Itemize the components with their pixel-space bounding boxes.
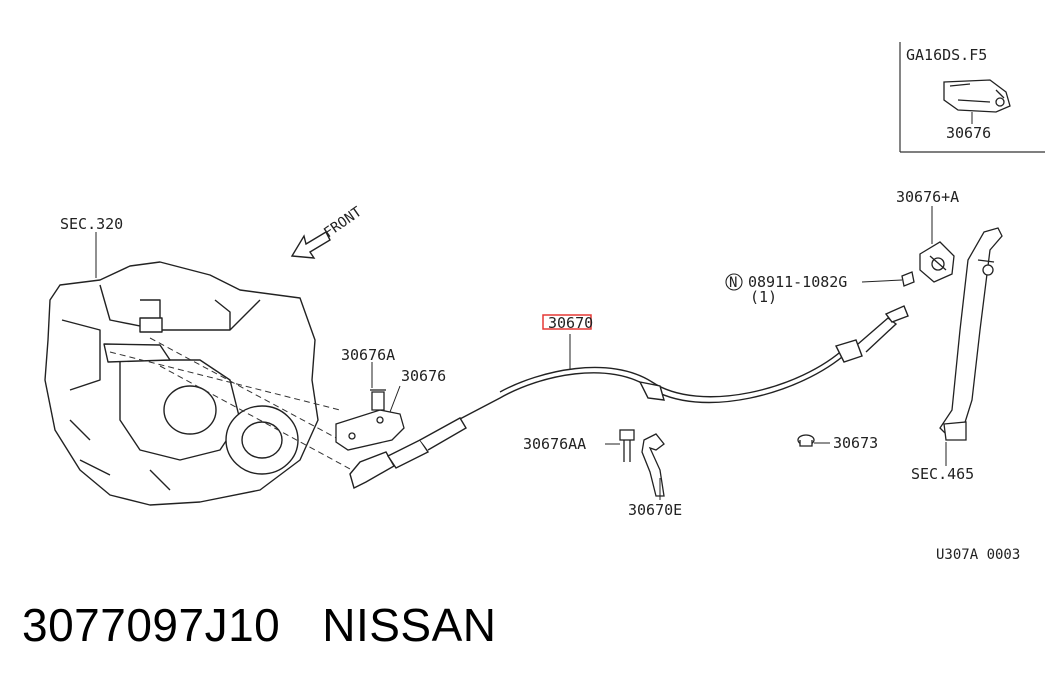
inset-part-label: 30676 xyxy=(946,124,991,142)
nut-label: 08911-1082G xyxy=(748,273,847,291)
part-number: 3077097J10 xyxy=(22,599,281,651)
nut-symbol-icon xyxy=(725,273,743,291)
front-label: FRONT xyxy=(321,204,365,242)
front-arrow-icon xyxy=(290,231,331,259)
clutch-cable-label: 30670 xyxy=(548,314,593,332)
brand-name: NISSAN xyxy=(322,599,497,651)
highlight-box xyxy=(542,314,592,330)
clip-bolt-label: 30676AA xyxy=(523,435,586,453)
bracket-label: 30676 xyxy=(401,367,446,385)
nut-leader xyxy=(861,279,903,283)
bracket-a-label: 30676+A xyxy=(896,188,959,206)
inset-box xyxy=(899,42,1045,153)
nut-symbol: N xyxy=(729,275,737,291)
clutch-pedal-drawing xyxy=(939,227,1003,441)
grommet-label: 30673 xyxy=(833,434,878,452)
transaxle-drawing xyxy=(44,261,319,506)
pedal-label: SEC.465 xyxy=(911,465,974,483)
mount-dashed-lines xyxy=(109,337,353,471)
bracket-bolt-label: 30676A xyxy=(341,346,395,364)
inset-engine-label: GA16DS.F5 xyxy=(906,46,987,64)
bracket-leader xyxy=(389,385,401,413)
clip-label: 30670E xyxy=(628,501,682,519)
clip-drawing xyxy=(619,429,665,497)
diagram-code: U307A 0003 xyxy=(936,547,1020,563)
clutch-cable-drawing xyxy=(349,305,909,490)
transaxle-label: SEC.320 xyxy=(60,215,123,233)
inset-bracket-drawing xyxy=(943,79,1011,113)
nut-qty-label: (1) xyxy=(750,288,777,306)
pedal-bracket-drawing xyxy=(901,241,955,287)
grommet-drawing xyxy=(797,434,815,447)
bracket-drawing xyxy=(335,389,405,451)
footer-caption: 3077097J10 NISSAN xyxy=(22,598,539,652)
